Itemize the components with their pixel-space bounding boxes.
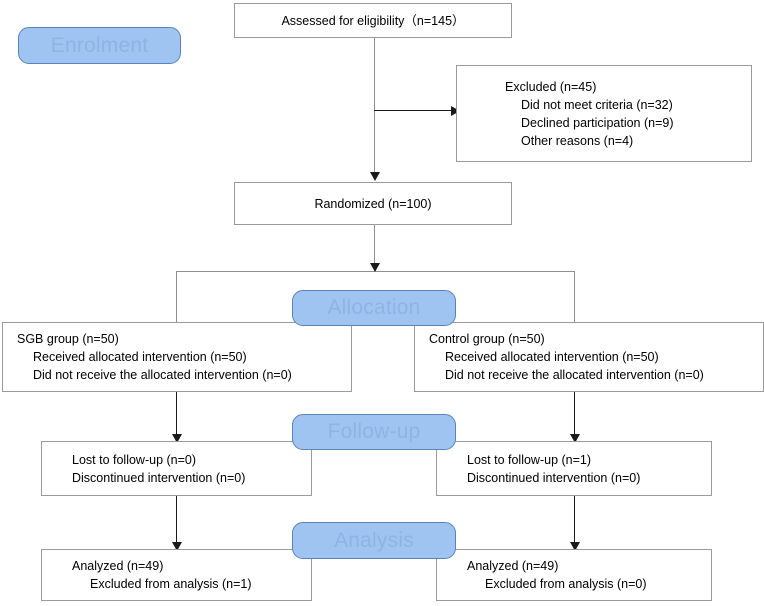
box-excluded: Excluded (n=45) Did not meet criteria (n… [456, 65, 752, 162]
connector-split-left-drop [176, 271, 177, 323]
box-allocation-sgb-group: SGB group (n=50) Received allocated inte… [2, 322, 352, 392]
box-analysis-sgb-group: Analyzed (n=49) Excluded from analysis (… [41, 549, 312, 601]
box-randomized-text: Randomized (n=100) [314, 196, 432, 211]
arrowhead-right-analysis [570, 542, 580, 551]
phase-label-analysis: Analysis [292, 522, 456, 559]
phase-label-analysis-text: Analysis [334, 528, 414, 552]
phase-label-allocation-text: Allocation [327, 296, 421, 319]
connector-left-allocation-to-followup [176, 392, 177, 436]
box-assessed-for-eligibility: Assessed for eligibility（n=145） [234, 3, 512, 38]
box-allocation-left-line1: SGB group (n=50) [17, 332, 119, 346]
connector-split-right-drop [574, 271, 575, 323]
phase-label-followup: Follow-up [292, 414, 456, 450]
phase-label-enrolment-text: Enrolment [50, 33, 149, 57]
box-allocation-left-line3: Did not receive the allocated interventi… [33, 368, 292, 382]
box-analysis-control-group: Analyzed (n=49) Excluded from analysis (… [436, 549, 712, 601]
phase-label-enrolment: Enrolment [18, 27, 181, 64]
connector-left-followup-to-analysis [176, 496, 177, 544]
box-followup-left-line2: Discontinued intervention (n=0) [72, 470, 246, 485]
phase-label-allocation: Allocation [292, 290, 456, 326]
box-allocation-right-line3: Did not receive the allocated interventi… [445, 368, 704, 382]
box-excluded-line1: Excluded (n=45) [505, 79, 597, 94]
box-analysis-right-line2: Excluded from analysis (n=0) [485, 577, 647, 591]
box-followup-right-line1: Lost to follow-up (n=1) [467, 452, 592, 467]
connector-assessed-to-randomized [374, 37, 375, 172]
arrowhead-excluded [451, 106, 460, 116]
connector-to-excluded [374, 110, 451, 111]
box-excluded-line2: Did not meet criteria (n=32) [521, 97, 673, 112]
arrowhead-left-followup [172, 434, 182, 443]
box-followup-sgb-group: Lost to follow-up (n=0) Discontinued int… [41, 441, 312, 496]
box-analysis-left-line2: Excluded from analysis (n=1) [90, 577, 252, 591]
box-excluded-line3: Declined participation (n=9) [521, 115, 674, 130]
box-randomized: Randomized (n=100) [234, 182, 512, 225]
box-allocation-right-line1: Control group (n=50) [429, 332, 545, 346]
box-allocation-left-line2: Received allocated intervention (n=50) [33, 350, 247, 364]
arrowhead-right-followup [570, 434, 580, 443]
box-followup-left-line1: Lost to follow-up (n=0) [72, 452, 197, 467]
connector-right-allocation-to-followup [574, 392, 575, 436]
phase-label-followup-text: Follow-up [327, 420, 421, 443]
connector-right-followup-to-analysis [574, 496, 575, 544]
box-followup-right-line2: Discontinued intervention (n=0) [467, 470, 641, 485]
box-allocation-right-line2: Received allocated intervention (n=50) [445, 350, 659, 364]
box-analysis-right-line1: Analyzed (n=49) [467, 559, 559, 573]
box-followup-control-group: Lost to follow-up (n=1) Discontinued int… [436, 441, 712, 496]
box-analysis-left-line1: Analyzed (n=49) [72, 559, 164, 573]
connector-randomized-to-split [374, 225, 375, 272]
arrowhead-split [370, 263, 380, 272]
box-allocation-control-group: Control group (n=50) Received allocated … [414, 322, 764, 392]
arrowhead-left-analysis [172, 542, 182, 551]
arrowhead-randomized [370, 172, 380, 181]
box-assessed-text: Assessed for eligibility（n=145） [281, 13, 465, 28]
box-excluded-line4: Other reasons (n=4) [521, 133, 634, 148]
